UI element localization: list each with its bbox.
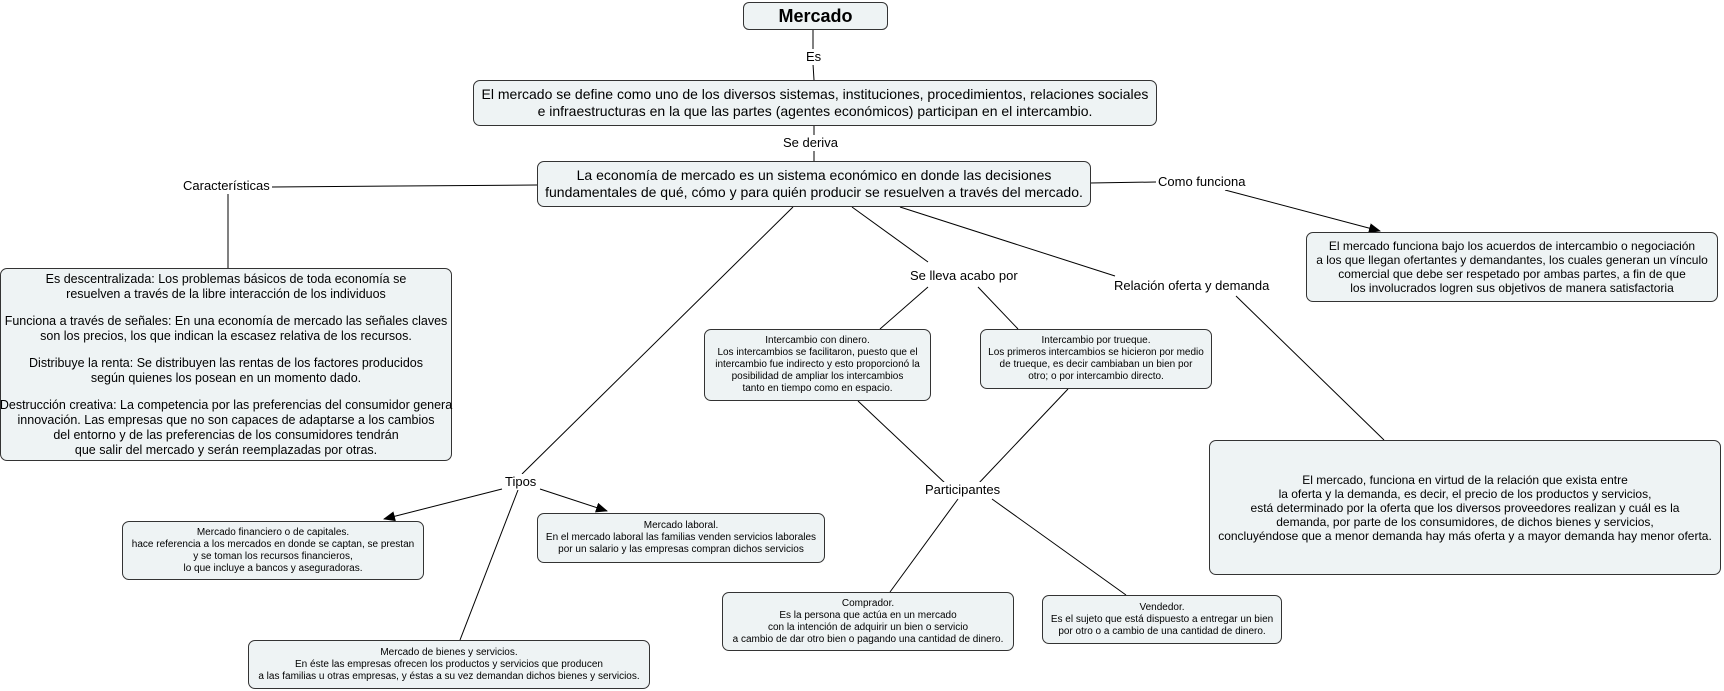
link-label-participantes: Participantes [923,482,1003,498]
connector-economy-how [1089,181,1157,184]
link-label-como-funciona: Como funciona [1156,174,1248,190]
economy-line: La economía de mercado es un sistema eco… [576,167,1052,183]
connector-participants-seller [991,498,1127,596]
money-exchange-line: Intercambio con dinero. [765,335,870,346]
characteristic-line: Distribuye la renta: Se distribuyen las … [29,355,423,370]
characteristic-line: resuelven a través de la libre interacci… [66,286,386,301]
labor-market-line: por un salario y las empresas compran di… [558,544,804,555]
characteristic-line: innovación. Las empresas que no son capa… [17,412,435,427]
functioning-line: El mercado funciona bajo los acuerdos de… [1328,239,1696,253]
connector-carried-money [879,286,929,330]
money-exchange-line: posibilidad de ampliar los intercambios [731,371,904,382]
title-text: Mercado [778,5,853,26]
characteristic-line: son los precios, los que indican la esca… [40,328,412,343]
barter-exchange-line: otro; o por intercambio directo. [1028,371,1164,382]
link-label-tipos: Tipos [503,474,539,490]
barter-exchange-node[interactable]: Intercambio por trueque. Los primeros in… [980,329,1212,389]
connector-economy-types [521,206,794,475]
money-exchange-line: Los intercambios se facilitaron, puesto … [717,347,918,358]
goods-market-line: Mercado de bienes y servicios. [380,646,518,658]
goods-market-line: a las familias u otras empresas, y éstas… [258,670,640,682]
link-label-se-deriva: Se deriva [781,135,840,151]
characteristic-line: del entorno y de las preferencias de los… [53,427,399,442]
buyer-line: a cambio de dar otro bien o pagando una … [732,633,1004,645]
supply-demand-line: El mercado, funciona en virtud de la rel… [1302,472,1628,487]
characteristic-line: Destrucción creativa: La competencia por… [0,397,453,412]
link-label-se-lleva-acabo-por: Se lleva acabo por [908,268,1020,284]
seller-line: Es el sujeto que está dispuesto a entreg… [1050,613,1274,625]
characteristic-line: según quienes los posean en un momento d… [90,370,362,385]
characteristic-item: Funciona a través de señales: En una eco… [5,314,448,344]
goods-market-node[interactable]: Mercado de bienes y servicios. En éste l… [248,640,650,689]
connector-barter-participants [977,388,1069,485]
buyer-line: Comprador. [841,597,895,609]
connector-types-goods [459,489,519,641]
economy-line: fundamentales de qué, cómo y para quién … [545,184,1083,200]
seller-line: por otro o a cambio de una cantidad de d… [1058,625,1266,637]
title-node[interactable]: Mercado [743,2,888,30]
characteristic-line: que salir del mercado y serán reemplazad… [74,442,378,457]
definition-node[interactable]: El mercado se define como uno de los div… [473,80,1157,126]
labor-market-line: En el mercado laboral las familias vende… [545,532,817,543]
financial-market-line: hace referencia a los mercados en donde … [131,538,415,550]
barter-exchange-line: de trueque, es decir cambiaban un bien p… [999,359,1193,370]
definition-line: El mercado se define como uno de los div… [481,86,1149,102]
buyer-node[interactable]: Comprador. Es la persona que actúa en un… [722,592,1014,651]
functioning-line: comercial que debe ser respetado por amb… [1338,267,1686,281]
connector-economy-characteristics [271,184,538,188]
seller-node[interactable]: Vendedor. Es el sujeto que está dispuest… [1042,595,1282,644]
supply-demand-line: demanda, por parte de los consumidores, … [1276,514,1654,529]
connector-types-financial [383,488,503,522]
goods-market-line: En éste las empresas ofrecen los product… [295,658,603,670]
money-exchange-line: tanto en tiempo como en espacio. [742,383,893,394]
labor-market-node[interactable]: Mercado laboral. En el mercado laboral l… [537,513,825,563]
economy-node[interactable]: La economía de mercado es un sistema eco… [537,161,1091,207]
financial-market-line: y se toman los recursos financieros, [193,550,353,562]
financial-market-node[interactable]: Mercado financiero o de capitales. hace … [122,521,424,580]
characteristic-item: Es descentralizada: Los problemas básico… [46,272,407,302]
connector-carried-barter [977,286,1019,330]
seller-line: Vendedor. [1139,601,1185,613]
link-label-caracteristicas: Características [181,178,272,194]
connector-money-participants [857,400,947,485]
characteristic-item: Distribuye la renta: Se distribuyen las … [29,356,423,386]
connector-economy-supply [899,206,1116,277]
connector-es-definition [812,63,815,81]
link-label-es: Es [804,49,824,65]
buyer-line: con la intención de adquirir un bien o s… [767,621,969,633]
definition-line: e infraestructuras en la que las partes … [537,103,1093,119]
money-exchange-line: intercambio fue indirecto y esto proporc… [715,359,920,370]
functioning-line: los involucrados logren sus objetivos de… [1350,281,1674,295]
financial-market-line: Mercado financiero o de capitales. [196,526,350,538]
connector-types-labor [539,488,608,513]
supply-demand-line: la oferta y la demanda, es decir, el pre… [1278,486,1652,501]
connector-supply-box [1235,295,1385,441]
functioning-node[interactable]: El mercado funciona bajo los acuerdos de… [1306,232,1718,302]
connector-economy-carried [851,206,929,263]
characteristic-line: Funciona a través de señales: En una eco… [4,313,448,328]
supply-demand-line: está determinado por la oferta que los d… [1250,500,1680,515]
connector-participants-buyer [889,498,959,593]
labor-market-line: Mercado laboral. [643,520,719,531]
characteristic-line: Es descentralizada: Los problemas básico… [45,271,407,286]
barter-exchange-line: Los primeros intercambios se hicieron po… [988,347,1204,358]
barter-exchange-line: Intercambio por trueque. [1041,335,1151,346]
link-label-relacion-oferta-demanda: Relación oferta y demanda [1112,278,1272,294]
supply-demand-line: concluyéndose que a menor demanda hay má… [1218,528,1712,543]
connector-how-box [1224,189,1381,234]
financial-market-line: lo que incluye a bancos y aseguradoras. [183,562,363,574]
characteristics-node[interactable]: Es descentralizada: Los problemas básico… [0,268,452,461]
money-exchange-node[interactable]: Intercambio con dinero. Los intercambios… [704,329,931,401]
functioning-line: a los que llegan ofertantes y demandante… [1316,253,1708,267]
buyer-line: Es la persona que actúa en un mercado [779,609,957,621]
characteristic-item: Destrucción creativa: La competencia por… [0,398,452,458]
supply-demand-node[interactable]: El mercado, funciona en virtud de la rel… [1209,440,1721,575]
